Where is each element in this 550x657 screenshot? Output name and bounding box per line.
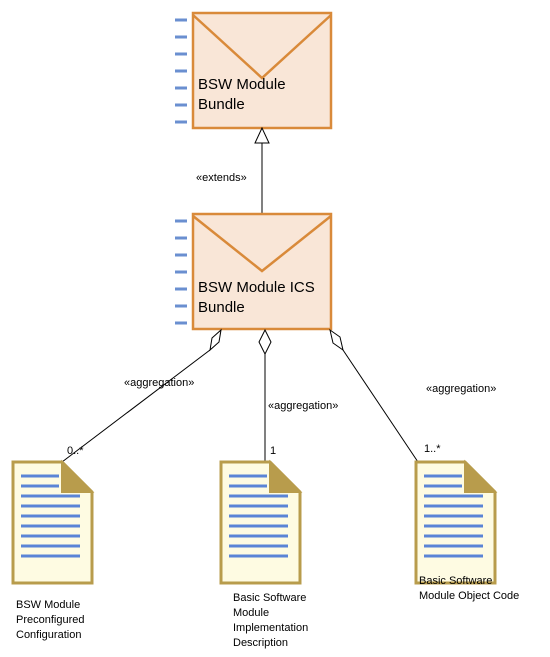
doc-label-line1: Basic Software <box>419 575 492 587</box>
document-icon <box>414 459 498 585</box>
bsw-module-bundle[interactable]: BSW Module Bundle <box>175 11 333 130</box>
bundle-title-line2: Bundle <box>198 96 245 113</box>
aggregation-left[interactable]: «aggregation» 0..* <box>61 328 222 463</box>
doc-bsw-module-preconfigured-configuration[interactable]: BSW Module Preconfigured Configuration <box>11 459 95 641</box>
aggregation-line <box>61 349 211 463</box>
folded-corner <box>61 459 95 493</box>
doc-basic-software-module-implementation-description[interactable]: Basic Software Module Implementation Des… <box>219 459 308 649</box>
bundle-title-line1: BSW Module <box>198 76 286 93</box>
aggregation-label: «aggregation» <box>268 400 338 412</box>
document-icon <box>11 459 95 585</box>
aggregation-label: «aggregation» <box>426 383 496 395</box>
generalization-arrowhead <box>254 126 270 144</box>
doc-label-line3: Configuration <box>16 629 81 641</box>
aggregation-middle[interactable]: «aggregation» 1 <box>258 328 338 462</box>
doc-label-line2: Preconfigured <box>16 614 85 626</box>
aggregation-right[interactable]: «aggregation» 1..* <box>329 328 496 463</box>
doc-label-line1: Basic Software <box>233 592 306 604</box>
aggregation-line <box>342 349 419 463</box>
extends-label: «extends» <box>196 172 247 184</box>
doc-label-line3: Implementation <box>233 622 308 634</box>
folded-corner <box>269 459 303 493</box>
aggregation-label: «aggregation» <box>124 377 194 389</box>
doc-label-line2: Module <box>233 607 269 619</box>
bundle-title-line2: Bundle <box>198 299 245 316</box>
multiplicity-label: 1..* <box>424 443 441 455</box>
doc-label-line2: Module Object Code <box>419 590 519 602</box>
port-bars <box>175 18 187 124</box>
multiplicity-label: 1 <box>270 445 276 457</box>
document-icon <box>219 459 303 585</box>
bundle-title-line1: BSW Module ICS <box>198 279 315 296</box>
envelope-flap <box>192 215 332 273</box>
doc-label-line4: Description <box>233 637 288 649</box>
doc-label-line1: BSW Module <box>16 599 80 611</box>
aggregation-diamond <box>258 328 272 356</box>
aggregation-diamond <box>329 328 344 352</box>
multiplicity-label: 0..* <box>67 445 84 457</box>
doc-basic-software-module-object-code[interactable]: Basic Software Module Object Code <box>414 459 519 602</box>
folded-corner <box>464 459 498 493</box>
extends-relation[interactable]: «extends» <box>196 126 270 214</box>
envelope-flap <box>192 14 332 80</box>
aggregation-diamond <box>209 328 222 352</box>
port-bars <box>175 219 187 325</box>
bsw-module-ics-bundle[interactable]: BSW Module ICS Bundle <box>175 212 333 331</box>
